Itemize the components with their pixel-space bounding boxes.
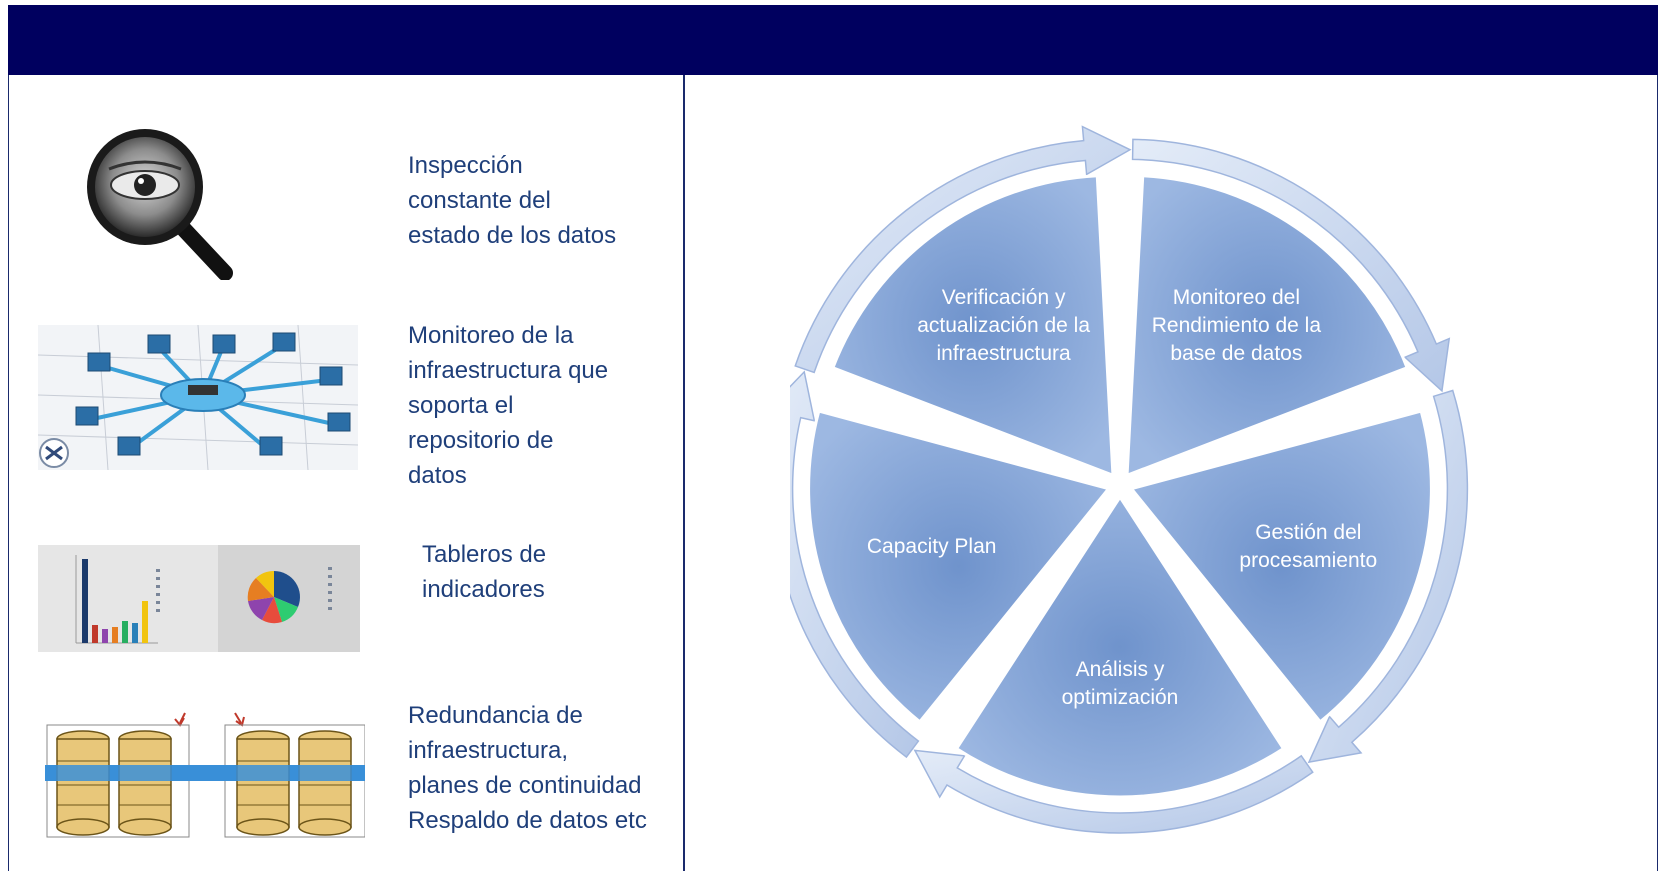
item-text: Inspección constante del estado de los d… [408,152,617,249]
cycle-arrow-verification [794,125,1132,374]
cycle-arrow-performance [1131,138,1451,393]
magnifier-icon [75,125,235,281]
header-bar [8,5,1658,75]
dashboard-charts-icon [38,545,360,652]
cycle-segment-analysis [954,494,1286,799]
redundant-disks-icon [45,705,366,840]
cycle-segment-verification [830,174,1115,478]
frame-left-border [8,75,9,871]
list-item-redundancy: Redundancia de infraestructura, planes d… [20,702,680,855]
panel-divider [683,75,685,871]
cycle-segment-performance [1125,174,1410,478]
cycle-segment-processing [1128,409,1433,724]
item-text: Tableros de indicadores [422,541,547,603]
item-text: Redundancia de infraestructura, planes d… [408,702,647,834]
item-text: Monitoreo de la infraestructura que sopo… [408,322,609,489]
list-item-inspection: Inspección constante del estado de los d… [20,125,680,285]
cycle-label-capacity: Capacity Plan [867,535,997,558]
list-item-dashboards: Tableros de indicadores [20,541,680,655]
cycle-segments [807,174,1433,799]
cycle-arrow-processing [1307,389,1469,764]
cycle-segment-capacity [807,409,1112,724]
network-diagram-icon [37,324,359,471]
cycle-arrow-analysis [913,749,1314,834]
list-item-infrastructure: Monitoreo de la infraestructura que sopo… [20,322,680,515]
